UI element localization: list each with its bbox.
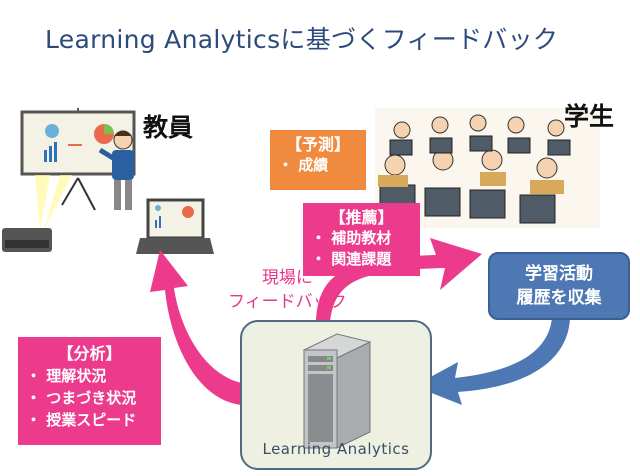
- feedback-arrow-to-teacher: [150, 250, 242, 405]
- feedback-arrow-to-students: [316, 238, 482, 322]
- analysis-heading: 【分析】: [57, 344, 122, 363]
- slide-title: Learning Analyticsに基づくフィードバック: [45, 25, 559, 54]
- collect-history-box: 学習活動履歴を収集: [488, 252, 630, 320]
- teacher-person-icon: [98, 130, 134, 210]
- learning-analytics-panel: Learning Analytics: [240, 320, 432, 470]
- laptop-icon: [136, 198, 214, 254]
- predict-item: ・ 成績: [278, 156, 329, 174]
- recommend-item: ・ 関連課題: [311, 250, 392, 268]
- recommend-box: 【推薦】 ・ 補助教材 ・ 関連課題: [303, 203, 420, 276]
- collect-arrow-to-server: [414, 318, 570, 405]
- recommend-heading: 【推薦】: [329, 208, 394, 227]
- analysis-item: ・ つまづき状況: [26, 389, 137, 407]
- recommend-item: ・ 補助教材: [311, 229, 392, 247]
- analysis-item: ・ 授業スピード: [26, 411, 137, 429]
- projector-icon: [2, 228, 52, 252]
- predict-box: 【予測】 ・ 成績: [270, 130, 366, 190]
- teacher-label: 教員: [143, 113, 194, 142]
- server-icon: [302, 333, 372, 449]
- student-label: 学生: [564, 102, 615, 131]
- analysis-box: 【分析】 ・ 理解状況 ・ つまづき状況 ・ 授業スピード: [18, 337, 161, 445]
- analysis-item: ・ 理解状況: [26, 367, 107, 385]
- learning-analytics-label: Learning Analytics: [262, 440, 410, 458]
- feedback-label: 現場にフィードバック: [228, 268, 347, 312]
- predict-heading: 【予測】: [285, 135, 350, 154]
